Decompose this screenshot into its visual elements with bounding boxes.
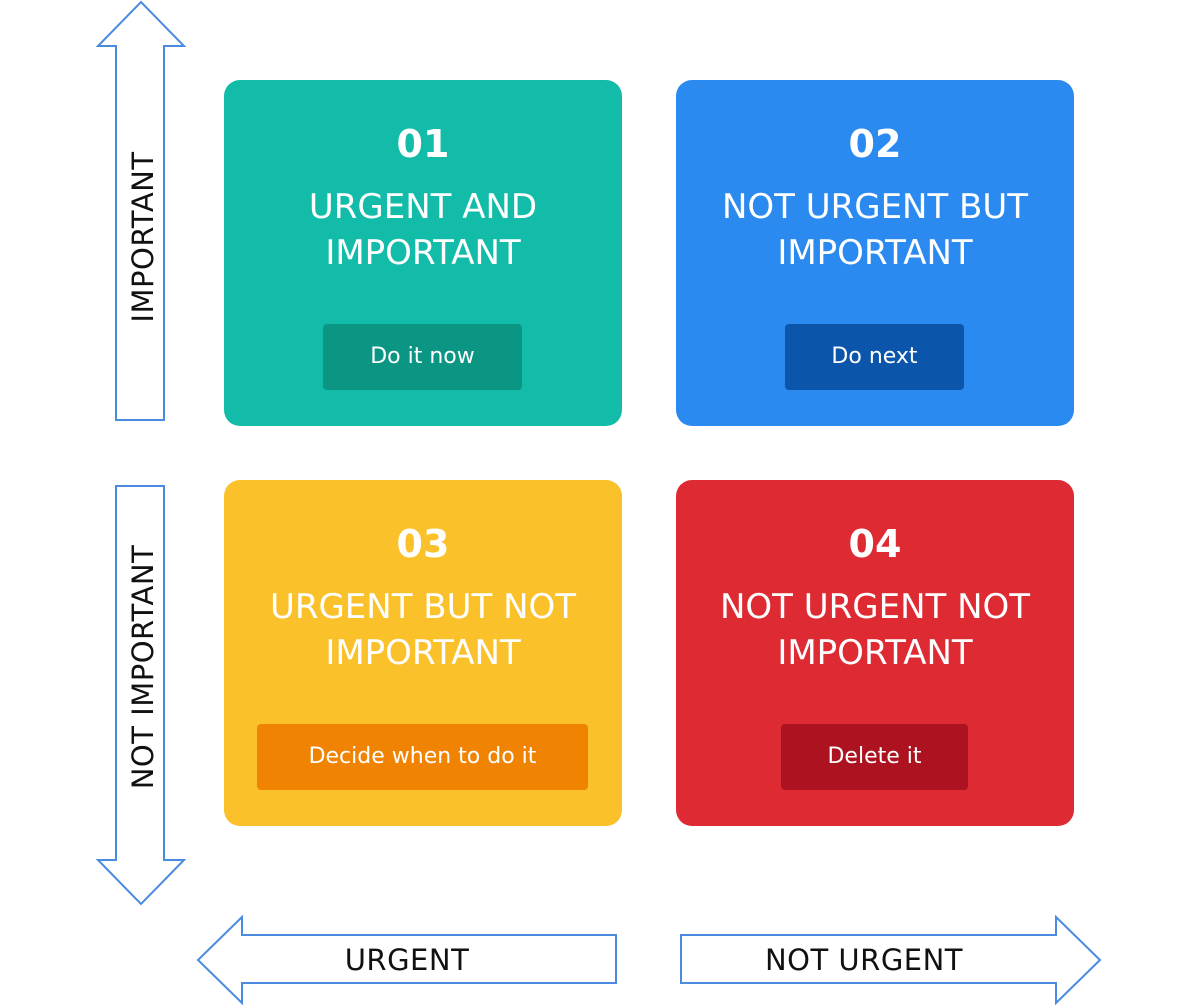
quadrant-urgent-not-important: 03 URGENT BUT NOT IMPORTANT Decide when … <box>224 480 622 826</box>
arrow-right-icon <box>680 914 1102 1006</box>
quadrant-not-urgent-important: 02 NOT URGENT BUT IMPORTANT Do next <box>676 80 1074 426</box>
axis-label-important: IMPORTANT <box>126 151 160 323</box>
quadrant-title: URGENT BUT NOT IMPORTANT <box>269 587 577 673</box>
axis-label-not-urgent: NOT URGENT <box>764 943 964 977</box>
arrow-left-icon <box>196 914 617 1006</box>
axis-label-urgent: URGENT <box>344 943 470 977</box>
quadrant-not-urgent-not-important: 04 NOT URGENT NOT IMPORTANT Delete it <box>676 480 1074 826</box>
axis-label-not-important: NOT IMPORTANT <box>126 544 160 790</box>
quadrant-title: URGENT AND IMPORTANT <box>308 187 538 273</box>
delete-it-button[interactable]: Delete it <box>781 724 968 790</box>
do-it-now-button[interactable]: Do it now <box>323 324 522 390</box>
quadrant-title: NOT URGENT BUT IMPORTANT <box>721 187 1029 273</box>
quadrant-number: 03 <box>396 522 450 566</box>
quadrant-number: 01 <box>396 122 450 166</box>
arrow-down-icon <box>95 485 187 906</box>
quadrant-title: NOT URGENT NOT IMPORTANT <box>719 587 1031 673</box>
quadrant-urgent-important: 01 URGENT AND IMPORTANT Do it now <box>224 80 622 426</box>
arrow-up-icon <box>95 0 187 421</box>
quadrant-number: 02 <box>848 122 902 166</box>
quadrant-number: 04 <box>848 522 902 566</box>
do-next-button[interactable]: Do next <box>785 324 964 390</box>
decide-when-button[interactable]: Decide when to do it <box>257 724 588 790</box>
